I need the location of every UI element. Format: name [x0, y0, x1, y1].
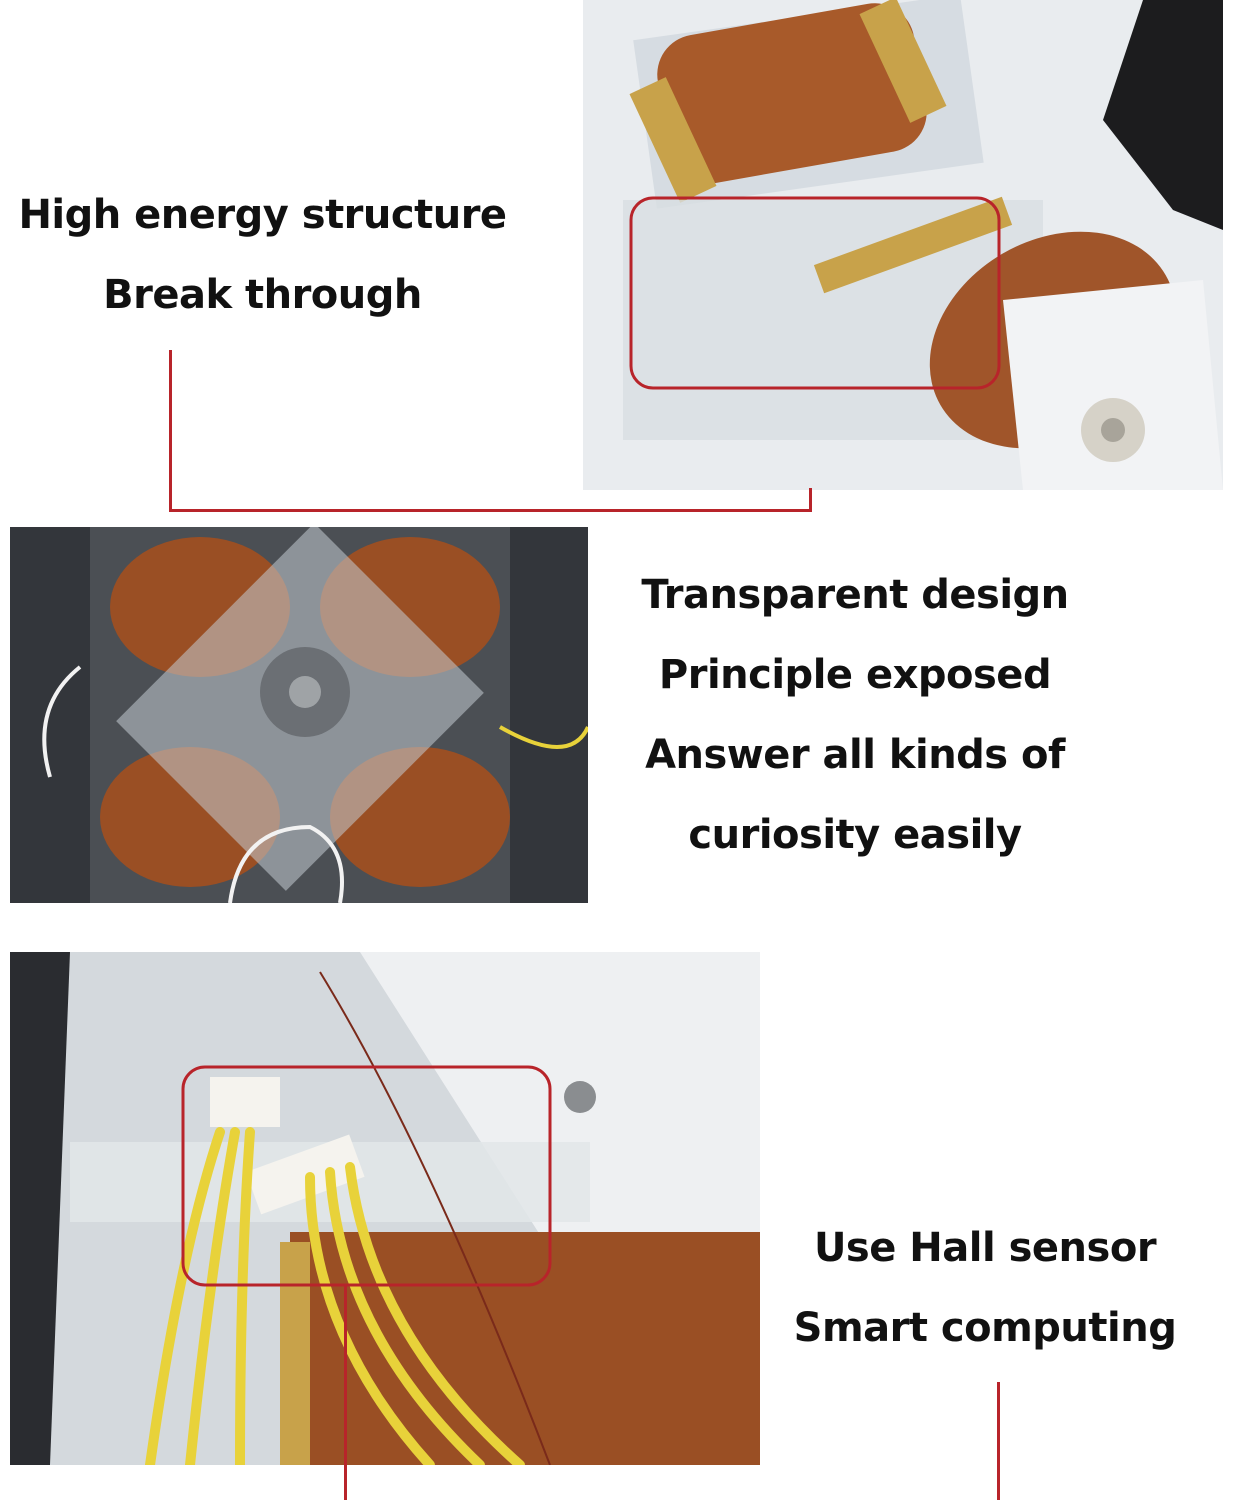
caption-line: Transparent design: [641, 572, 1069, 618]
connector-line: [809, 488, 812, 512]
hall-sensor-photo: [10, 952, 760, 1465]
connector-line: [169, 509, 812, 512]
transparent-design-photo: [10, 527, 588, 903]
caption-structure: High energy structure Break through: [0, 175, 525, 335]
motor-structure-photo: [583, 0, 1223, 490]
connector-line: [997, 1382, 1000, 1500]
caption-sensor: Use Hall sensor Smart computing: [770, 1208, 1200, 1368]
caption-line: Use Hall sensor: [813, 1225, 1157, 1271]
caption-line: Answer all kinds of: [645, 732, 1065, 778]
connector-line: [169, 350, 172, 512]
caption-line: curiosity easily: [688, 812, 1022, 858]
caption-line: Break through: [103, 272, 422, 318]
caption-design: Transparent design Principle exposed Ans…: [600, 555, 1110, 875]
caption-line: High energy structure: [18, 192, 507, 238]
caption-line: Principle exposed: [658, 652, 1052, 698]
connector-line: [344, 1285, 347, 1500]
caption-line: Smart computing: [793, 1305, 1177, 1351]
